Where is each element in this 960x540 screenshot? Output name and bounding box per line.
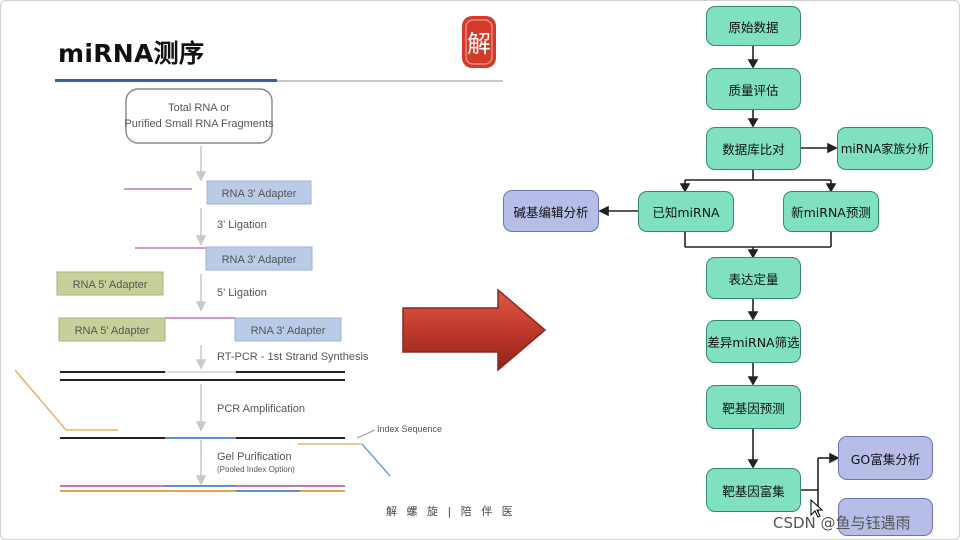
adapter-3-label-3: RNA 3' Adapter: [251, 325, 326, 337]
index-primer-tail: [361, 443, 391, 477]
seal-char: 解: [467, 30, 491, 58]
start-box-line2: Purified Small RNA Fragments: [124, 118, 274, 130]
adapter-5-label-2: RNA 5' Adapter: [75, 325, 150, 337]
node-expression: 表达定量: [706, 257, 801, 299]
node-db-align: 数据库比对: [706, 127, 801, 170]
step-rt-pcr: RT-PCR - 1st Strand Synthesis: [217, 351, 369, 363]
primer-tail: [14, 369, 67, 431]
node-known: 已知miRNA: [638, 191, 734, 232]
step-pcr-amp: PCR Amplification: [217, 403, 305, 415]
title-underline: [277, 80, 503, 82]
node-quality: 质量评估: [706, 68, 801, 110]
title-underline-accent: [55, 79, 277, 82]
big-right-arrow-icon: [402, 288, 547, 372]
step-5-ligation: 5' Ligation: [217, 287, 267, 299]
mouse-cursor-icon: [810, 499, 824, 518]
seal-logo-icon: 解: [462, 16, 496, 68]
adapter-3-box-2: [205, 246, 313, 271]
library-prep-diagram: Total RNA or Purified Small RNA Fragment…: [14, 88, 442, 492]
adapter-3-label: RNA 3' Adapter: [222, 188, 297, 200]
adapter-5-label: RNA 5' Adapter: [73, 279, 148, 291]
slide-footer: 解 螺 旋 | 陪 伴 医: [386, 505, 516, 518]
step-3-ligation: 3' Ligation: [217, 219, 267, 231]
adapter-5-box-2: [58, 317, 166, 342]
node-raw-data: 原始数据: [706, 6, 801, 46]
node-target: 靶基因预测: [706, 385, 801, 429]
start-box: [125, 88, 273, 144]
slide-title: miRNA测序: [58, 39, 205, 68]
adapter-5-box: [56, 271, 164, 296]
step-gel: Gel Purification: [217, 451, 292, 463]
node-partial-hidden: [838, 498, 933, 536]
adapter-3-box-3: [234, 317, 342, 342]
node-go: GO富集分析: [838, 436, 933, 480]
step-gel-sub: (Pooled Index Option): [217, 465, 295, 474]
index-pointer: [356, 429, 376, 439]
adapter-3-box: [206, 180, 312, 205]
node-family: miRNA家族分析: [837, 127, 933, 170]
node-base-edit: 碱基编辑分析: [503, 190, 599, 232]
node-diff: 差异miRNA筛选: [706, 320, 801, 363]
start-box-line1: Total RNA or: [168, 102, 230, 114]
index-sequence-label: Index Sequence: [377, 424, 442, 434]
adapter-3-label-2: RNA 3' Adapter: [222, 254, 297, 266]
node-enrich: 靶基因富集: [706, 468, 801, 512]
process-arrows: [195, 146, 207, 486]
csdn-watermark: CSDN @鱼与钰遇雨: [773, 514, 911, 532]
node-novel: 新miRNA预测: [783, 191, 879, 232]
